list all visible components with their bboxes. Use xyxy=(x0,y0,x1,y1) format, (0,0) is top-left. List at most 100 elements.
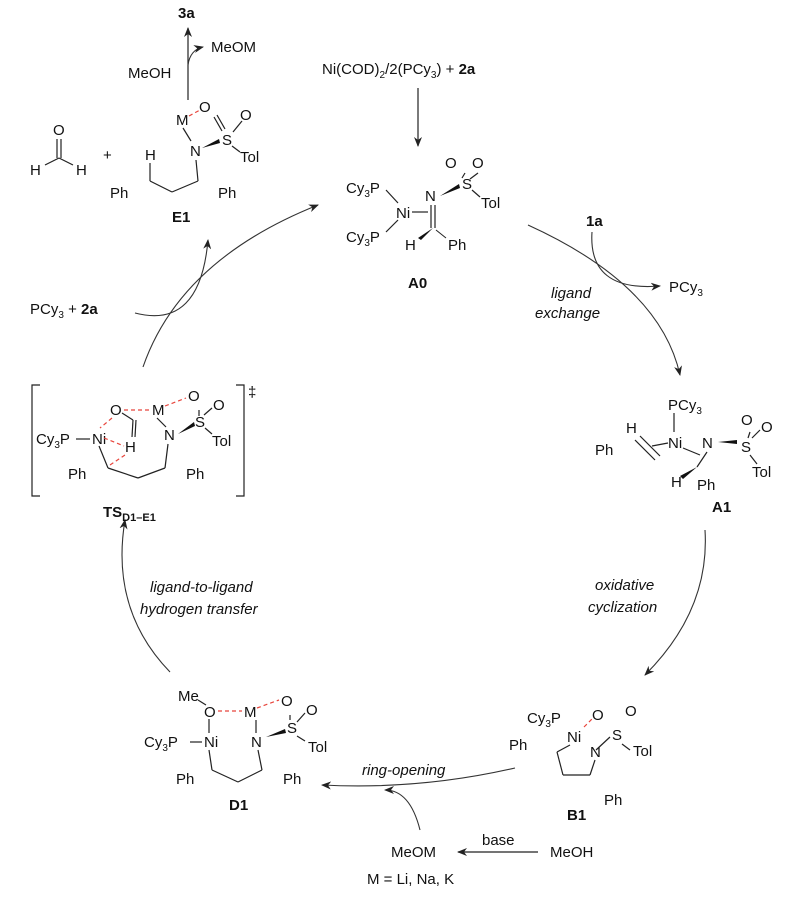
svg-text:N: N xyxy=(251,734,262,751)
svg-text:H: H xyxy=(405,237,416,254)
svg-text:O: O xyxy=(625,703,637,720)
svg-text:S: S xyxy=(462,176,472,193)
species-TS: ‡ O M O O Cy3P Ni H N S Tol Ph Ph xyxy=(31,384,256,497)
svg-text:O: O xyxy=(472,155,484,172)
step-oxidative-cyclization-line1: oxidative xyxy=(595,577,654,594)
byproduct-meom-out: MeOM xyxy=(211,39,256,56)
reagent-meoh-in: MeOH xyxy=(128,65,171,82)
svg-text:Cy3P: Cy3P xyxy=(346,229,380,249)
svg-text:H: H xyxy=(626,420,637,437)
meom-out-arrow xyxy=(187,45,204,66)
svg-text:PCy3: PCy3 xyxy=(668,397,702,417)
base-arrow-label: base xyxy=(482,832,515,849)
svg-text:Ni: Ni xyxy=(567,729,581,746)
svg-text:S: S xyxy=(195,414,205,431)
svg-text:Cy3P: Cy3P xyxy=(36,431,70,451)
svg-text:Ph: Ph xyxy=(509,737,527,754)
svg-text:H: H xyxy=(76,162,87,179)
svg-text:S: S xyxy=(741,439,751,456)
svg-text:O: O xyxy=(592,707,604,724)
svg-text:N: N xyxy=(425,188,436,205)
svg-text:O: O xyxy=(240,107,252,124)
step-ligand-exchange-line1: ligand xyxy=(551,285,592,302)
svg-text:Ph: Ph xyxy=(283,771,301,788)
precatalyst-label: Ni(COD)2/2(PCy3) + 2a xyxy=(322,61,476,81)
arc-hydrogen-transfer xyxy=(119,519,171,673)
svg-text:Ph: Ph xyxy=(595,442,613,459)
svg-text:O: O xyxy=(110,402,122,419)
species-D1: Me O M Cy3P Ni N S O O Tol Ph Ph xyxy=(144,688,327,788)
species-E1-name: E1 xyxy=(172,209,190,226)
step-ligand-exchange-line2: exchange xyxy=(535,305,600,322)
svg-text:Ph: Ph xyxy=(68,466,86,483)
svg-text:Tol: Tol xyxy=(752,464,771,481)
species-A1-name: A1 xyxy=(712,499,731,516)
svg-text:Ph: Ph xyxy=(218,185,236,202)
svg-text:O: O xyxy=(741,412,753,429)
svg-text:Ph: Ph xyxy=(448,237,466,254)
svg-text:O: O xyxy=(306,702,318,719)
svg-text:Ni: Ni xyxy=(668,435,682,452)
base-meoh: MeOH xyxy=(550,844,593,861)
svg-text:Tol: Tol xyxy=(481,195,500,212)
svg-text:Cy3P: Cy3P xyxy=(527,710,561,730)
arc-1a-in-pcy3-out xyxy=(591,231,661,291)
plus-sign: + xyxy=(103,147,112,164)
svg-text:Tol: Tol xyxy=(212,433,231,450)
svg-text:H: H xyxy=(671,474,682,491)
svg-text:S: S xyxy=(287,720,297,737)
base-note: M = Li, Na, K xyxy=(367,871,454,888)
species-TS-name: TSD1–E1 xyxy=(103,504,156,524)
reagent-pcy3-out: PCy3 xyxy=(669,279,703,299)
svg-text:Ni: Ni xyxy=(92,431,106,448)
svg-text:N: N xyxy=(164,427,175,444)
step-hydrogen-transfer-line2: hydrogen transfer xyxy=(140,601,259,618)
svg-text:Ni: Ni xyxy=(204,734,218,751)
arc-regeneration xyxy=(142,204,319,368)
svg-text:O: O xyxy=(204,704,216,721)
svg-text:Ph: Ph xyxy=(697,477,715,494)
svg-text:M: M xyxy=(152,402,165,419)
arc-e1-release xyxy=(134,239,212,317)
svg-text:Cy3P: Cy3P xyxy=(144,734,178,754)
base-meom: MeOM xyxy=(391,844,436,861)
arc-meom-in xyxy=(384,786,421,831)
arc-ligand-exchange xyxy=(527,224,682,376)
svg-text:H: H xyxy=(30,162,41,179)
svg-text:O: O xyxy=(445,155,457,172)
svg-text:H: H xyxy=(145,147,156,164)
svg-text:O: O xyxy=(199,99,211,116)
reagent-1a: 1a xyxy=(586,213,603,230)
svg-text:Ni(COD)2/2(PCy3) + 2a: Ni(COD)2/2(PCy3) + 2a xyxy=(322,61,476,81)
svg-text:Cy3P: Cy3P xyxy=(346,180,380,200)
svg-text:Me: Me xyxy=(178,688,199,705)
svg-text:O: O xyxy=(53,122,65,139)
step-oxidative-cyclization-line2: cyclization xyxy=(588,599,657,616)
svg-text:O: O xyxy=(213,397,225,414)
svg-text:N: N xyxy=(190,143,201,160)
svg-text:O: O xyxy=(188,388,200,405)
step-ring-opening: ring-opening xyxy=(362,762,446,779)
svg-text:Tol: Tol xyxy=(308,739,327,756)
svg-text:S: S xyxy=(612,727,622,744)
arc-ring-opening xyxy=(321,767,516,790)
svg-text:Ni: Ni xyxy=(396,205,410,222)
svg-text:O: O xyxy=(281,693,293,710)
svg-text:Ph: Ph xyxy=(186,466,204,483)
svg-text:Ph: Ph xyxy=(110,185,128,202)
species-B1: Cy3P Ni N S O O Tol Ph Ph xyxy=(509,703,652,809)
species-A1: PCy3 Ni N S O O Tol H Ph H Ph xyxy=(595,397,773,494)
species-A0: Cy3P Cy3P Ni N S O O Tol H Ph xyxy=(346,155,500,254)
species-A0-name: A0 xyxy=(408,275,427,292)
svg-text:Tol: Tol xyxy=(240,149,259,166)
species-D1-name: D1 xyxy=(229,797,248,814)
svg-text:M: M xyxy=(244,704,257,721)
svg-text:‡: ‡ xyxy=(248,384,256,401)
reagent-pcy3-2a: PCy3 + 2a xyxy=(30,301,98,321)
species-B1-name: B1 xyxy=(567,807,586,824)
svg-text:M: M xyxy=(176,112,189,129)
svg-text:N: N xyxy=(702,435,713,452)
svg-text:H: H xyxy=(125,439,136,456)
svg-text:Ph: Ph xyxy=(176,771,194,788)
